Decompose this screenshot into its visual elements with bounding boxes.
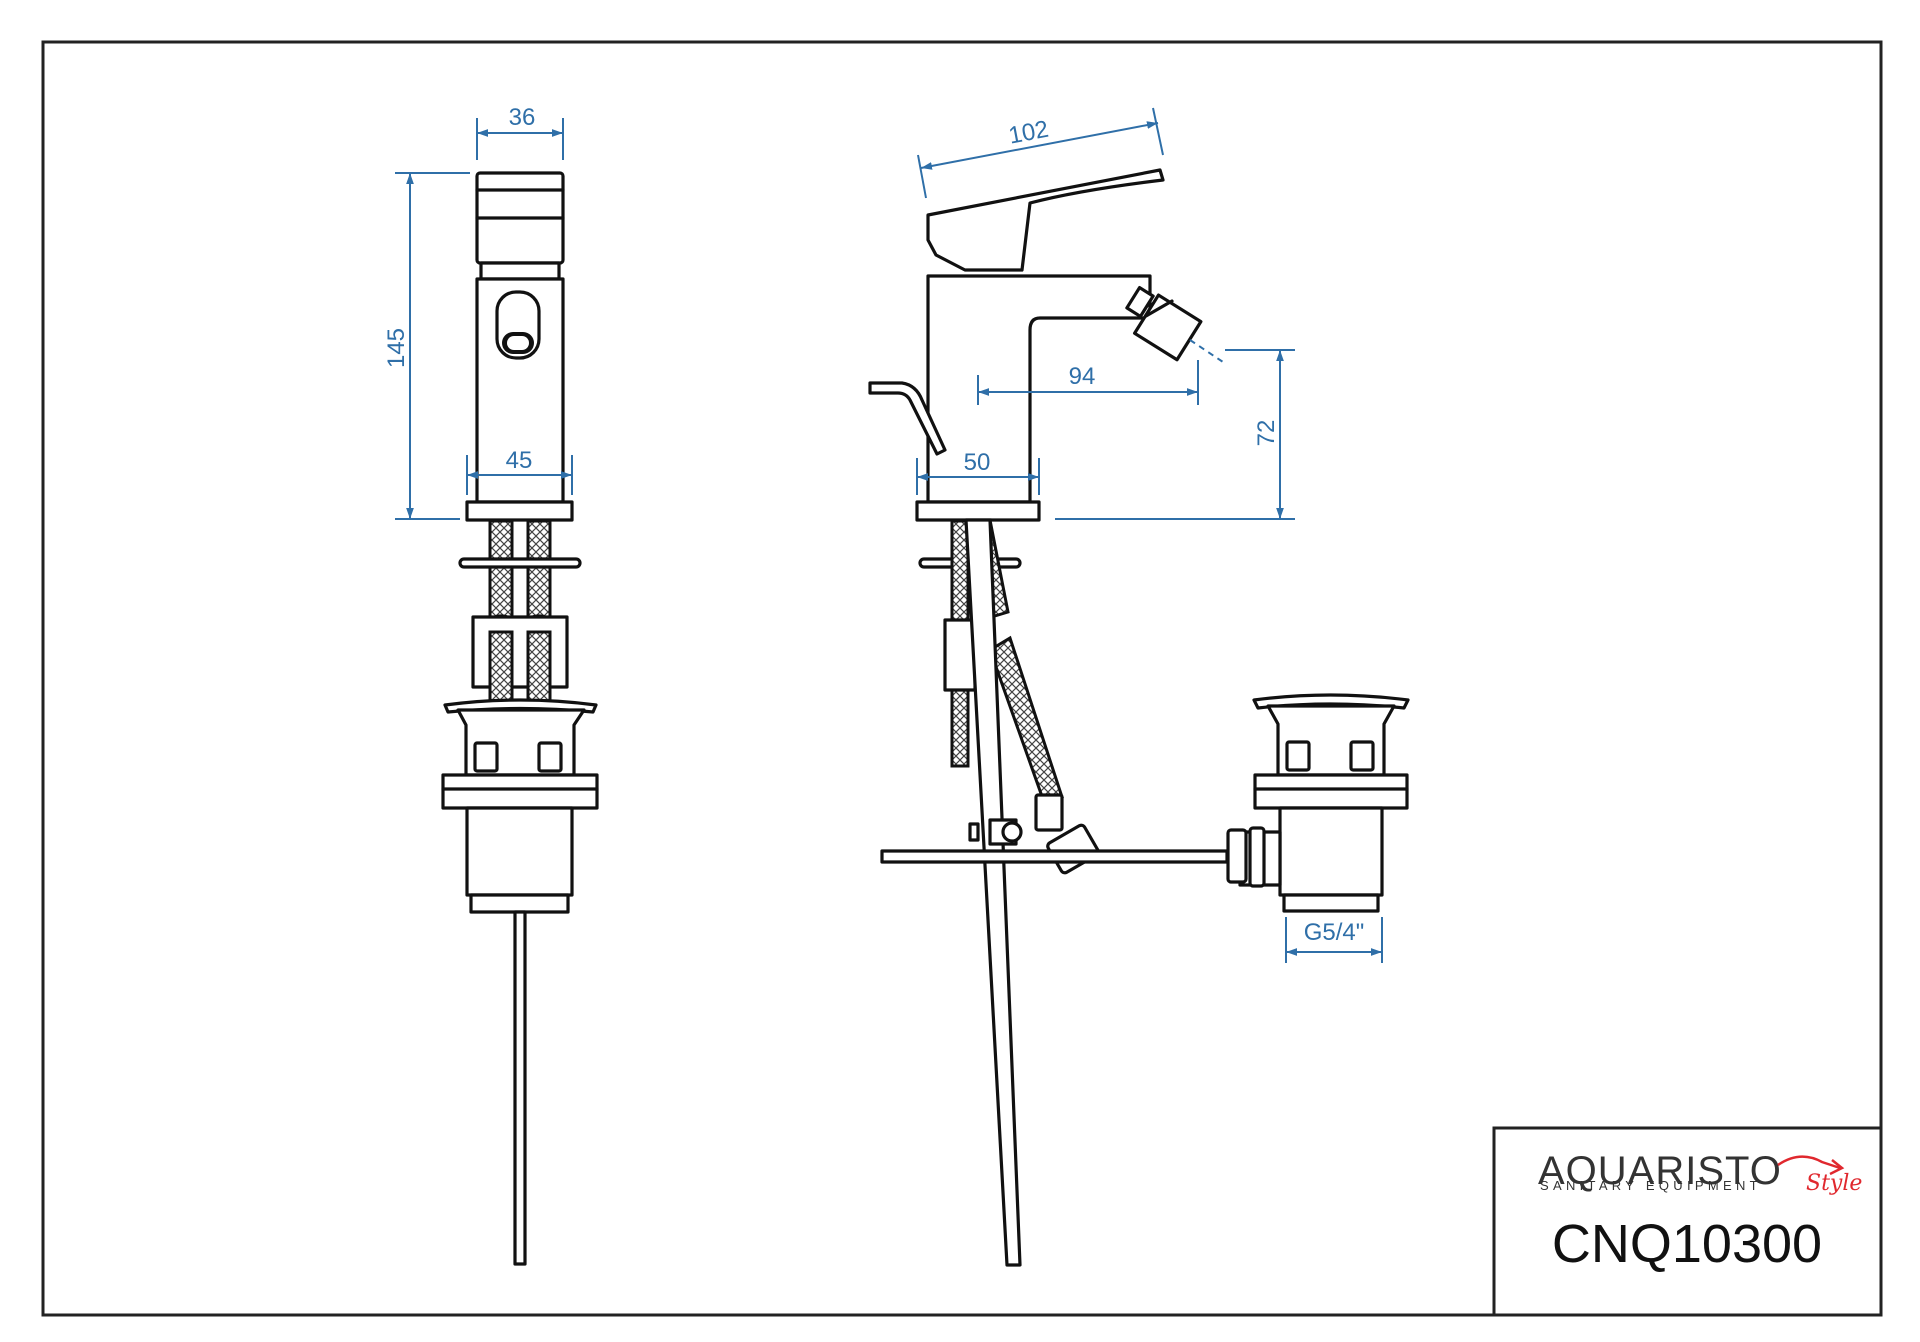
front-fixing-bracket <box>471 615 569 689</box>
side-waste-flange <box>1253 773 1409 810</box>
dim-spout-reach: 94 <box>1069 363 1096 390</box>
brand-arrow-icon <box>1777 1155 1841 1170</box>
front-waste-thread <box>465 806 574 897</box>
front-washer <box>458 557 582 569</box>
product-code: CNQ10300 <box>1552 1214 1822 1274</box>
front-base-plate <box>465 500 574 522</box>
dimensions: 36 145 45 102 94 72 50 G5 <box>383 104 1383 963</box>
brand-style: Style <box>1806 1171 1862 1196</box>
side-waste-thread <box>1278 806 1384 897</box>
side-pull-rod <box>964 518 1022 1267</box>
side-spout-nozzle <box>1125 285 1203 362</box>
side-base-plate <box>915 500 1041 522</box>
front-body <box>475 277 565 504</box>
title-block: AQUARISTO SANITARY EQUIPMENT Style CNQ10… <box>1492 1126 1883 1317</box>
brand-main: AQUARISTO <box>1538 1149 1782 1193</box>
dim-top-width: 36 <box>509 104 536 131</box>
dim-line-lever-length <box>920 121 1159 170</box>
side-body <box>926 274 1152 504</box>
drawing-frame <box>41 40 1883 1317</box>
brand-sub: SANITARY EQUIPMENT <box>1540 1178 1762 1193</box>
front-pull-rod <box>513 910 527 1266</box>
side-lever <box>926 168 1165 272</box>
dim-height: 145 <box>383 328 410 368</box>
dim-waste-thread: G5/4" <box>1304 919 1365 946</box>
dim-spout-height: 72 <box>1253 420 1280 447</box>
brand-logo: AQUARISTO SANITARY EQUIPMENT Style <box>1538 1149 1862 1196</box>
side-popup-lever <box>868 381 947 456</box>
side-linkage-rod <box>880 849 1229 864</box>
dim-side-base-width: 50 <box>964 449 991 476</box>
front-view <box>441 171 599 1266</box>
dim-base-width: 45 <box>506 447 533 474</box>
front-waste-flange <box>441 773 599 810</box>
side-hose-nut <box>1034 793 1064 832</box>
side-view <box>868 168 1410 1267</box>
